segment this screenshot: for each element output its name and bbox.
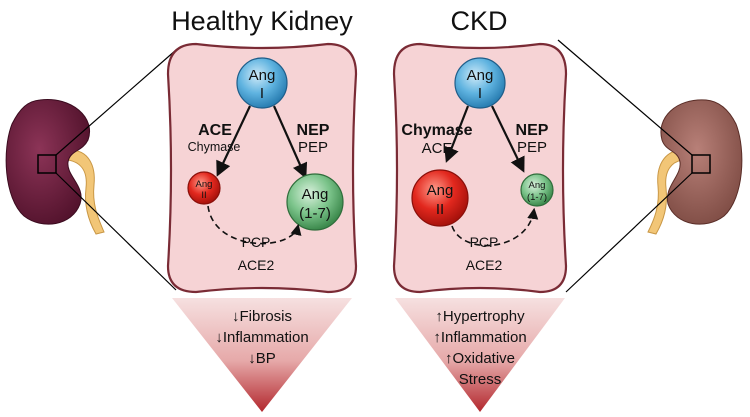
cell-box-healthy: [166, 42, 358, 294]
enzyme-left-main-healthy: ACE: [198, 122, 232, 139]
zoom-line-left-top: [55, 49, 177, 156]
effect-ckd-3: ↑Oxidative: [445, 350, 515, 367]
effect-healthy-3: ↓BP: [248, 350, 276, 367]
ang2-label-top-healthy: Ang: [196, 179, 213, 190]
zoom-line-right-top: [557, 39, 693, 156]
ckd-kidney-ureter: [647, 149, 683, 235]
conversion-arrow-ckd: [451, 207, 539, 247]
ang1-label-bottom-ckd: I: [478, 85, 482, 102]
effect-ckd-1: ↑Hypertrophy: [435, 308, 525, 325]
ang1-label-bottom-healthy: I: [260, 85, 264, 102]
conversion-top-label-ckd: PCP: [470, 234, 499, 250]
arrow-ang1-to-ang2-healthy: [216, 105, 251, 177]
ckd-kidney: [660, 99, 743, 225]
zoom-line-left-bottom: [55, 172, 177, 291]
zoom-line-right-bottom: [565, 172, 693, 293]
ckd-kidney-illustration: [647, 99, 743, 235]
panel-ckd: CKD Ang I Chymase ACE NEP PEP Ang II Ang…: [392, 6, 568, 412]
conversion-top-label-healthy: PCP: [242, 234, 271, 250]
ang1-label-top-healthy: Ang: [249, 67, 276, 84]
ang1-circle-healthy: [236, 57, 288, 109]
ang1-circle-ckd: [454, 57, 506, 109]
cell-box-ckd: [392, 42, 568, 294]
enzyme-right-main-ckd: NEP: [516, 122, 549, 139]
ang17-label-top-ckd: Ang: [529, 180, 546, 191]
panel-title-healthy: Healthy Kidney: [171, 6, 353, 36]
conversion-arrow-healthy: [207, 205, 302, 245]
ang2-label-bottom-ckd: II: [436, 201, 444, 218]
effect-ckd-2: ↑Inflammation: [433, 329, 526, 346]
ang2-circle-ckd: [411, 169, 469, 227]
healthy-kidney: [5, 99, 90, 225]
conversion-bottom-label-healthy: ACE2: [238, 257, 275, 273]
ckd-kidney-zoom-box: [691, 154, 711, 174]
healthy-kidney-zoom-box: [37, 154, 57, 174]
effects-triangle-ckd: [395, 298, 565, 412]
enzyme-right-sub-healthy: PEP: [298, 139, 328, 156]
enzyme-left-main-ckd: Chymase: [401, 122, 472, 139]
ang2-label-bottom-healthy: II: [201, 190, 206, 201]
healthy-kidney-illustration: [5, 99, 105, 235]
panel-title-ckd: CKD: [450, 6, 507, 36]
arrow-ang1-to-ang17-healthy: [272, 105, 308, 179]
ang17-label-top-healthy: Ang: [302, 186, 329, 203]
enzyme-right-main-healthy: NEP: [297, 122, 330, 139]
healthy-kidney-ureter: [67, 149, 105, 235]
effect-healthy-1: ↓Fibrosis: [232, 308, 292, 325]
effects-triangle-healthy: [172, 298, 352, 412]
arrow-ang1-to-ang17-ckd: [491, 105, 525, 173]
ang17-label-bottom-healthy: (1-7): [299, 205, 331, 222]
ang17-label-bottom-ckd: (1-7): [527, 192, 547, 203]
enzyme-left-sub-healthy: Chymase: [188, 140, 241, 154]
panel-healthy: Healthy Kidney Ang I ACE Chymase NEP PEP…: [166, 6, 358, 412]
ang17-circle-healthy: [286, 173, 344, 231]
enzyme-right-sub-ckd: PEP: [517, 139, 547, 156]
conversion-bottom-label-ckd: ACE2: [466, 257, 503, 273]
ang17-circle-ckd: [520, 173, 554, 207]
ang2-circle-healthy: [187, 171, 221, 205]
ang1-label-top-ckd: Ang: [467, 67, 494, 84]
effect-healthy-2: ↓Inflammation: [215, 329, 308, 346]
effect-ckd-4: Stress: [459, 371, 502, 388]
ang2-label-top-ckd: Ang: [427, 182, 454, 199]
enzyme-left-sub-ckd: ACE: [422, 140, 453, 157]
arrow-ang1-to-ang2-ckd: [444, 105, 470, 163]
